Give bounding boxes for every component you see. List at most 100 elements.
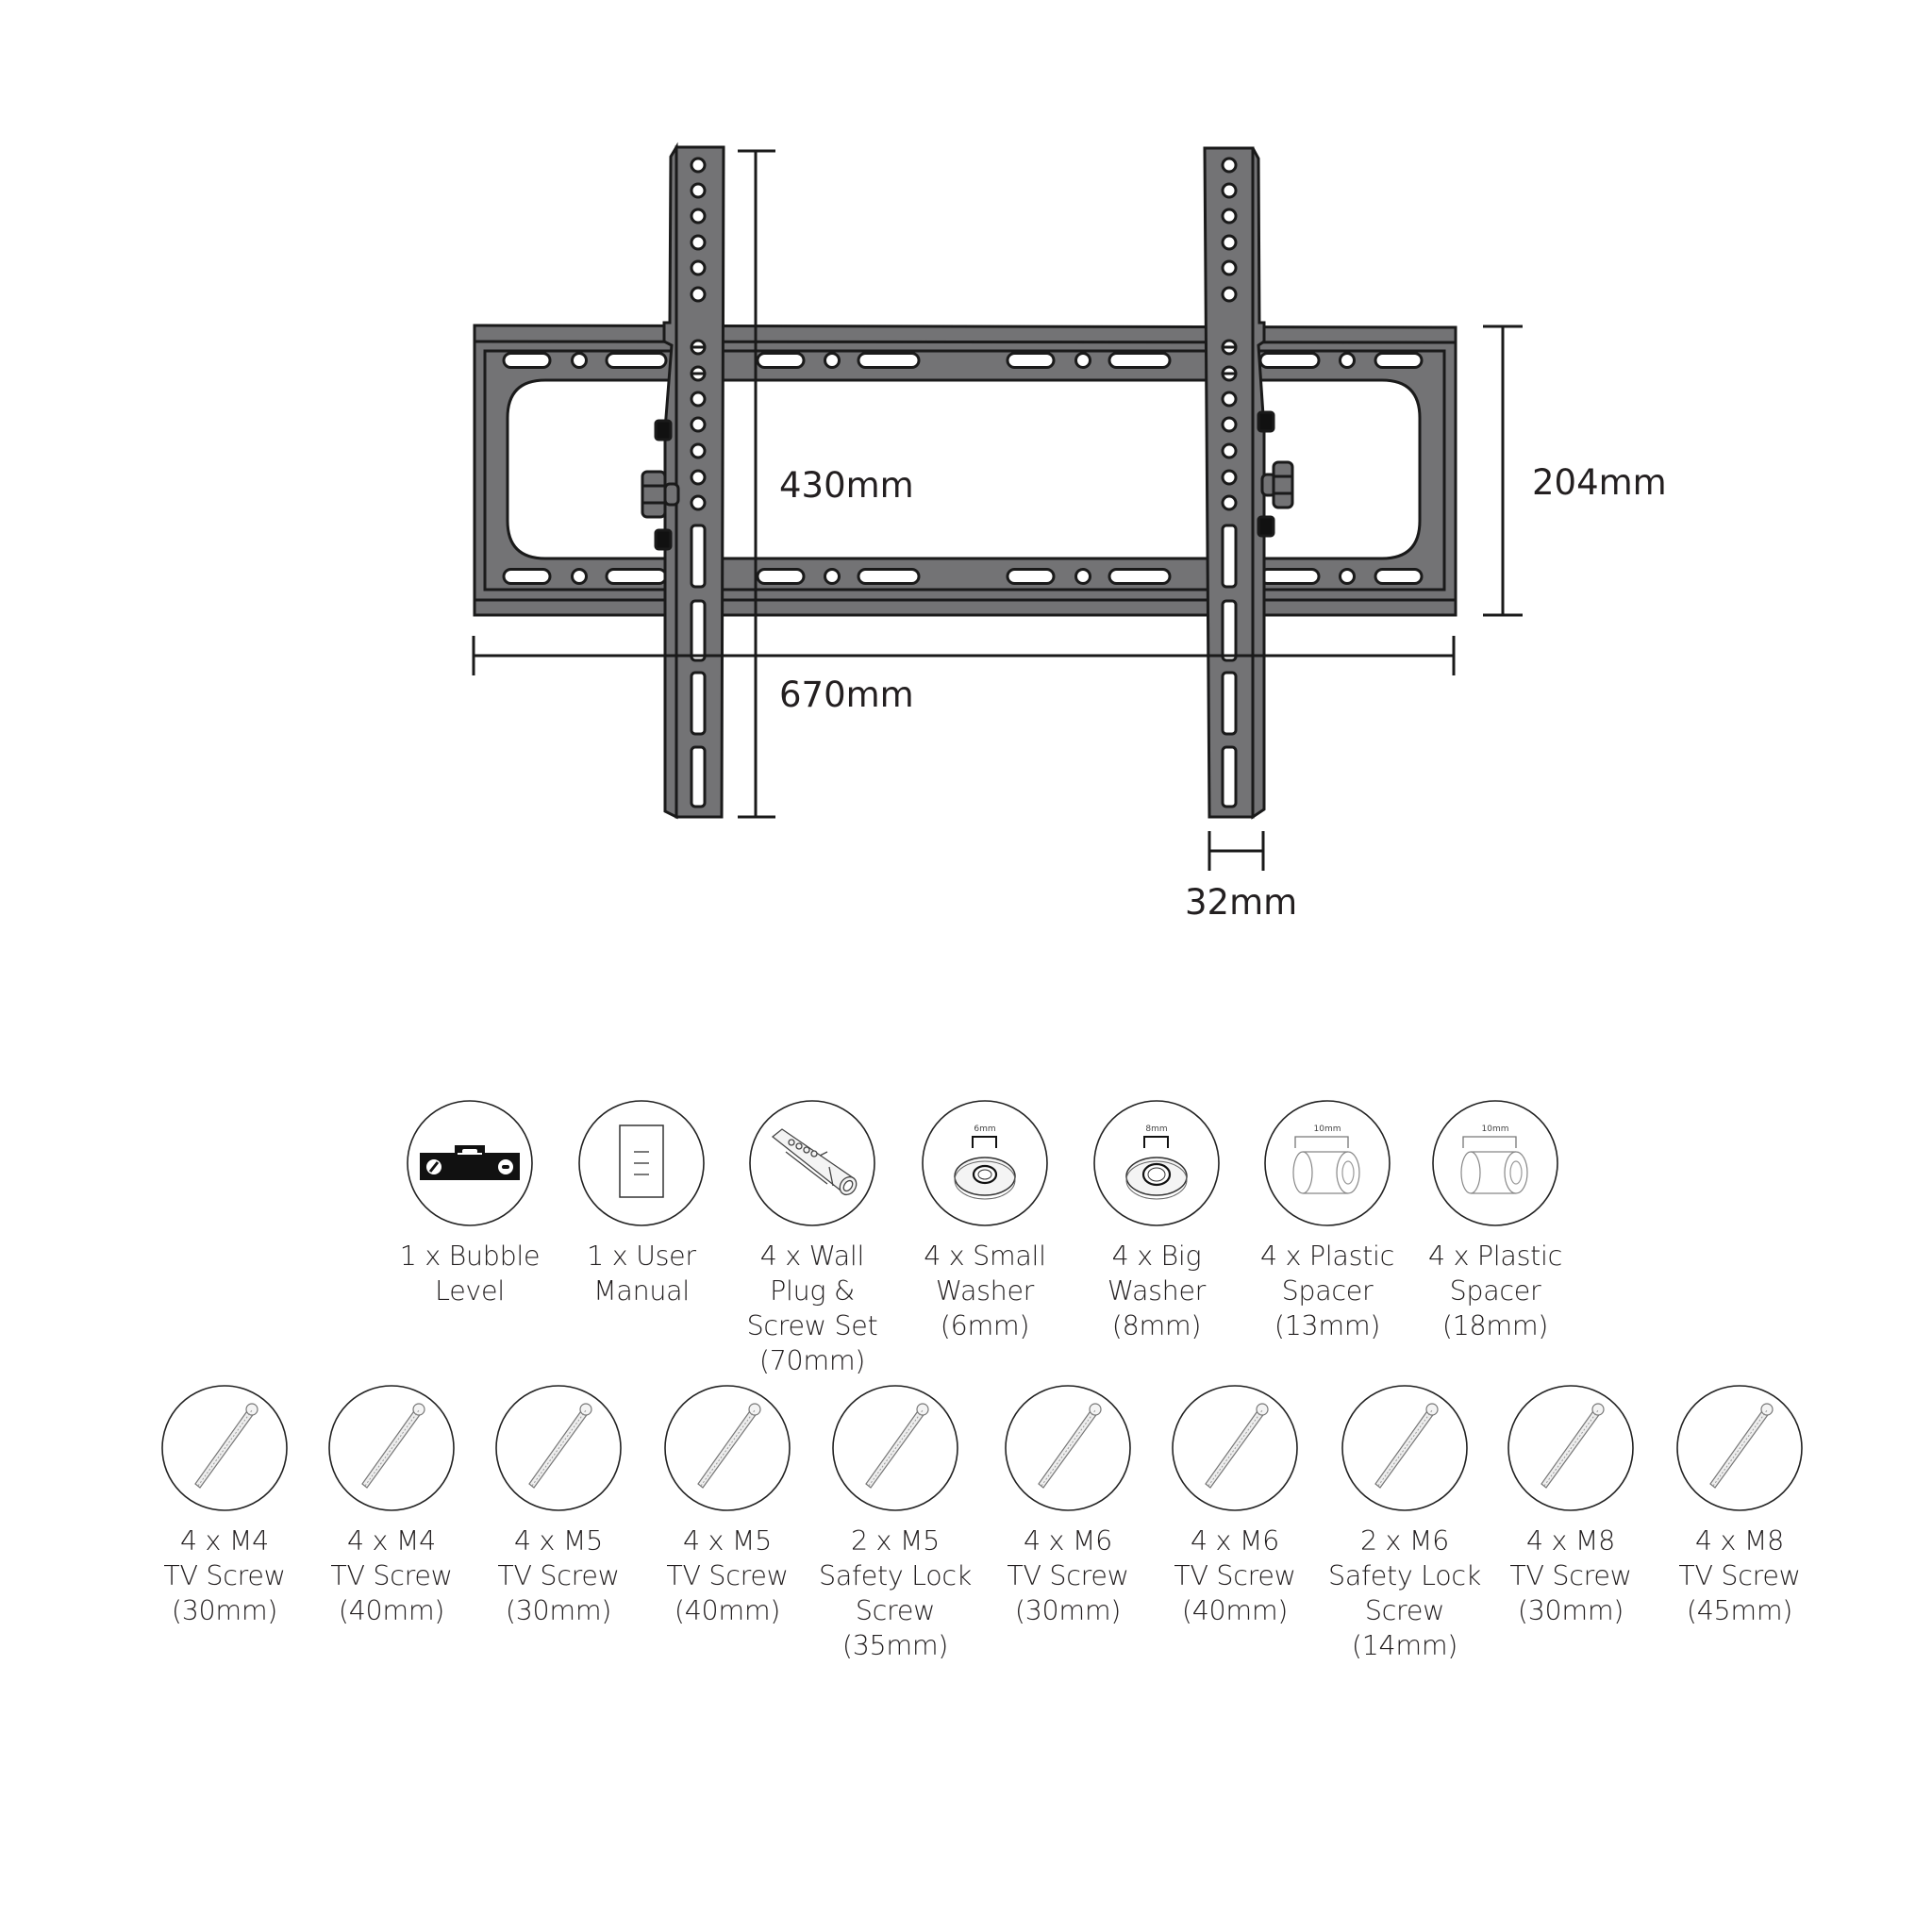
left-arm-holes — [690, 157, 707, 808]
accessory-label-line: Spacer — [1449, 1275, 1541, 1307]
accessory-label-line: TV Screw — [330, 1560, 453, 1591]
accessory-label-line: Level — [435, 1275, 505, 1307]
accessory-label-line: 4 x Plastic — [1260, 1241, 1394, 1272]
accessory-label-line: 1 x User — [587, 1241, 696, 1272]
screw-icon — [160, 1384, 289, 1512]
dim-label-frame-width: 670mm — [779, 675, 914, 715]
accessory-label-line: 4 x M5 — [682, 1525, 773, 1557]
accessory-label-line: TV Screw — [666, 1560, 789, 1591]
bubble-level-icon — [406, 1099, 534, 1227]
accessory-label-line: (8mm) — [1111, 1310, 1202, 1341]
accessory-label-line: 4 x Small — [924, 1241, 1046, 1272]
accessory-label-line: (30mm) — [1014, 1595, 1122, 1626]
accessory-label-line: TV Screw — [163, 1560, 286, 1591]
accessory-label-line: TV Screw — [497, 1560, 620, 1591]
wall-plate — [473, 324, 1457, 617]
accessory-label-line: Washer — [1107, 1275, 1207, 1307]
accessory-label-line: Washer — [935, 1275, 1035, 1307]
accessory-label-line: 4 x M6 — [1190, 1525, 1280, 1557]
screw-icon — [1341, 1384, 1469, 1512]
screw-icon — [1171, 1384, 1299, 1512]
screw-icon — [663, 1384, 791, 1512]
screw-icon — [327, 1384, 456, 1512]
accessory-label-line: (14mm) — [1351, 1630, 1458, 1661]
accessory-label-line: 2 x M6 — [1359, 1525, 1450, 1557]
spacer-icon: 10mm — [1263, 1099, 1391, 1227]
accessory-label-line: Screw — [1364, 1595, 1445, 1626]
accessory-label-line: Safety Lock — [819, 1560, 972, 1591]
accessory-label-line: TV Screw — [1007, 1560, 1129, 1591]
accessory-label-line: Safety Lock — [1328, 1560, 1481, 1591]
accessory-label-line: 4 x M5 — [513, 1525, 604, 1557]
accessory-label-line: Manual — [593, 1275, 690, 1307]
user-manual-icon — [577, 1099, 706, 1227]
accessory-label-line: 4 x M8 — [1694, 1525, 1785, 1557]
accessory-label-line: (40mm) — [338, 1595, 445, 1626]
accessory-label-line: (35mm) — [841, 1630, 949, 1661]
right-tv-arm — [1203, 146, 1294, 820]
tilt-bracket-diagram — [472, 142, 1523, 871]
accessory-label-line: 4 x M8 — [1525, 1525, 1616, 1557]
accessory-label-line: Spacer — [1281, 1275, 1374, 1307]
left-tv-arm — [641, 142, 725, 820]
accessory-label-line: TV Screw — [1509, 1560, 1632, 1591]
screw-icon — [1004, 1384, 1132, 1512]
screw-icon — [1675, 1384, 1804, 1512]
accessory-label-line: 1 x Bubble — [399, 1241, 541, 1272]
accessory-label-line: (70mm) — [758, 1345, 866, 1376]
right-arm-holes — [1221, 157, 1238, 808]
small-washer-icon: 6mm — [921, 1099, 1049, 1227]
dim-label-arm-height: 430mm — [779, 465, 914, 506]
screw-icon — [1507, 1384, 1635, 1512]
accessory-label-line: (30mm) — [1517, 1595, 1624, 1626]
accessory-label-line: Plug & — [770, 1275, 855, 1307]
accessory-label-line: (45mm) — [1686, 1595, 1793, 1626]
accessory-label-line: (30mm) — [505, 1595, 612, 1626]
big-washer-icon: 8mm — [1092, 1099, 1221, 1227]
accessory-label-line: (40mm) — [1181, 1595, 1289, 1626]
svg-text:8mm: 8mm — [1145, 1124, 1167, 1134]
frame-mounting-slots — [502, 352, 1424, 585]
accessory-label-line: (6mm) — [940, 1310, 1030, 1341]
svg-text:10mm: 10mm — [1482, 1124, 1509, 1134]
dimension-lines — [472, 149, 1523, 871]
accessory-label-line: Screw Set — [746, 1310, 878, 1341]
accessory-label-line: TV Screw — [1174, 1560, 1296, 1591]
spacer-icon: 10mm — [1431, 1099, 1559, 1227]
accessory-label-line: Screw — [855, 1595, 936, 1626]
accessory-label-line: 4 x Plastic — [1428, 1241, 1562, 1272]
wall-plug-icon — [748, 1099, 876, 1227]
accessory-label-line: (30mm) — [171, 1595, 278, 1626]
accessory-label-line: (18mm) — [1441, 1310, 1549, 1341]
screw-icon — [831, 1384, 959, 1512]
accessory-label-line: 4 x Big — [1111, 1241, 1202, 1272]
accessory-label-line: TV Screw — [1678, 1560, 1801, 1591]
accessory-label-line: 4 x M6 — [1023, 1525, 1113, 1557]
dim-label-frame-height: 204mm — [1532, 462, 1667, 503]
accessory-label-line: 4 x M4 — [346, 1525, 437, 1557]
svg-text:6mm: 6mm — [974, 1124, 995, 1134]
accessory-label-line: 4 x Wall — [759, 1241, 865, 1272]
dim-label-arm-width: 32mm — [1185, 882, 1298, 923]
accessory-label-line: 4 x M4 — [179, 1525, 270, 1557]
svg-text:10mm: 10mm — [1314, 1124, 1341, 1134]
accessory-label-line: (40mm) — [674, 1595, 781, 1626]
accessory-label-line: 2 x M5 — [850, 1525, 941, 1557]
